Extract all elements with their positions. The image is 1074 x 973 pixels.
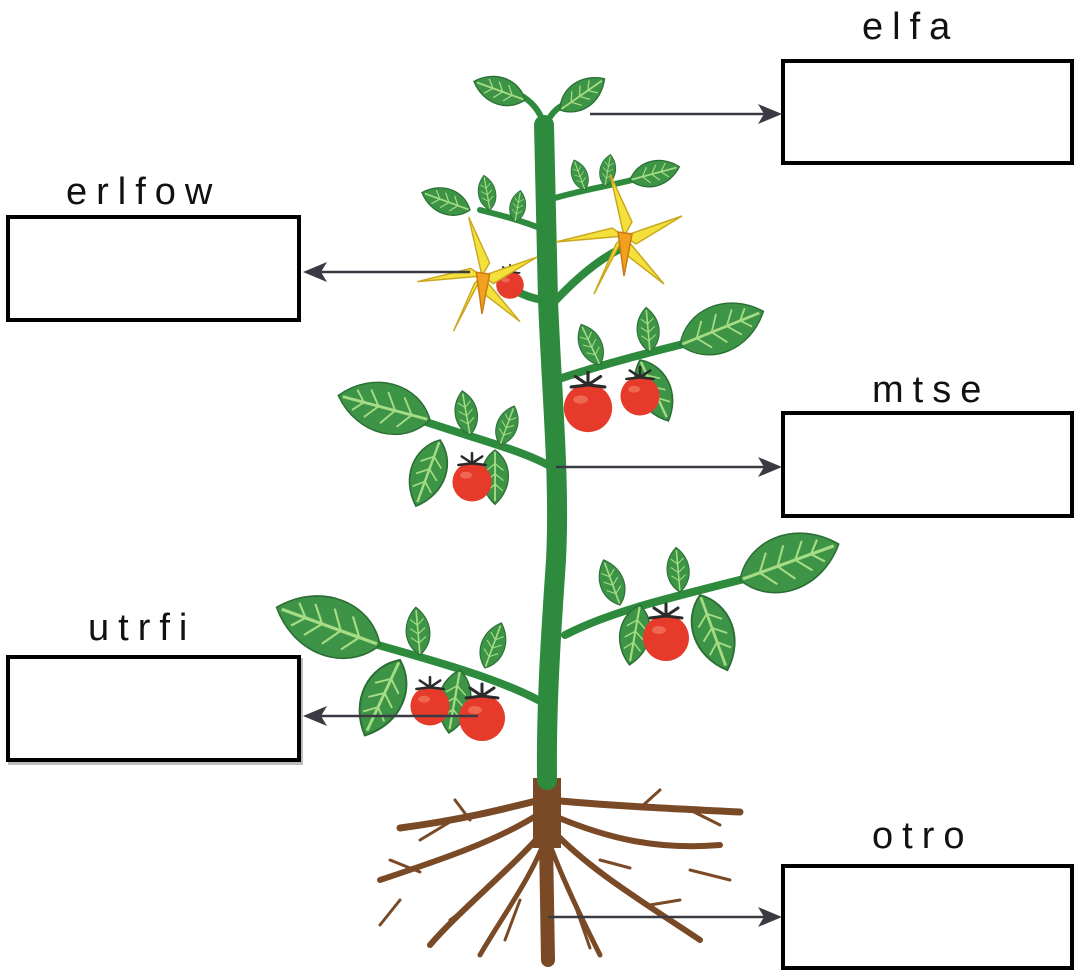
stem	[360, 95, 760, 780]
